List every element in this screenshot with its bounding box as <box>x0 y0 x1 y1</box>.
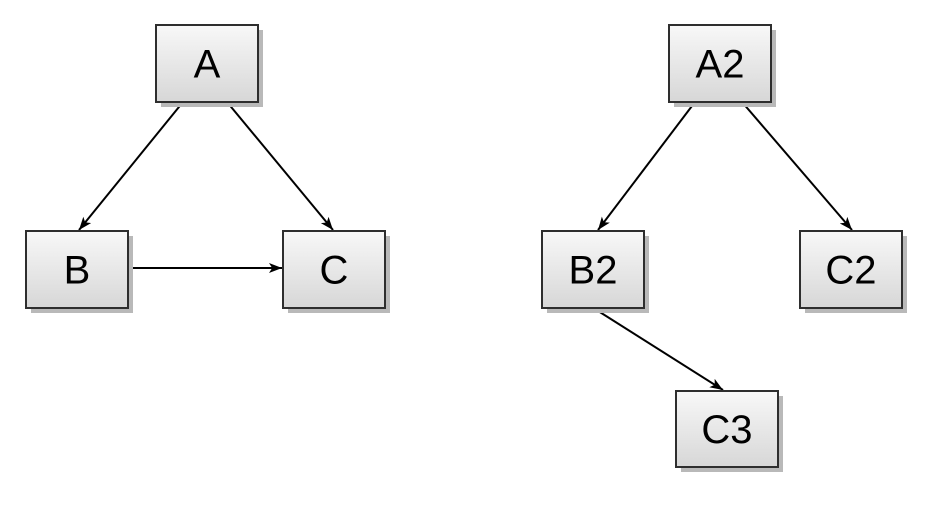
edge-A2-C2 <box>741 101 853 231</box>
node-A2[interactable]: A2 <box>668 24 776 107</box>
node-B2[interactable]: B2 <box>541 230 649 313</box>
node-label: A <box>194 43 221 87</box>
node-label: B <box>64 249 91 293</box>
node-label: C3 <box>701 408 752 452</box>
node-box <box>282 230 386 309</box>
node-A[interactable]: A <box>155 24 263 107</box>
node-label: C <box>320 249 349 293</box>
node-label: B2 <box>569 249 618 293</box>
node-box <box>155 24 259 103</box>
edge-A2-B2 <box>597 101 696 231</box>
edge-B2-C3 <box>594 308 724 391</box>
edge-line <box>741 101 853 231</box>
node-box <box>668 24 772 103</box>
edge-line <box>597 101 696 231</box>
node-box <box>25 230 129 309</box>
node-label: A2 <box>696 43 745 87</box>
node-B[interactable]: B <box>25 230 133 313</box>
node-box <box>541 230 645 309</box>
edge-line <box>594 308 724 391</box>
left-graph: A B C <box>25 24 390 313</box>
edge-line <box>226 101 334 231</box>
edge-A-C <box>226 101 334 231</box>
node-C[interactable]: C <box>282 230 390 313</box>
edge-A-B <box>78 101 184 231</box>
edge-line <box>78 101 184 231</box>
node-label: C2 <box>825 249 876 293</box>
node-box <box>799 230 903 309</box>
node-C2[interactable]: C2 <box>799 230 907 313</box>
node-C3[interactable]: C3 <box>675 390 783 472</box>
node-box <box>675 390 779 468</box>
